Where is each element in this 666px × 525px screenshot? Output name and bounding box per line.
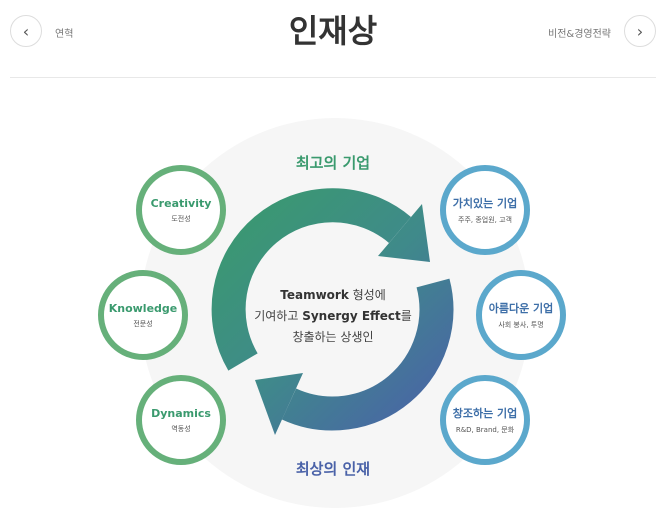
page-title: 인재상 <box>288 12 378 50</box>
divider <box>10 77 656 78</box>
node-title: Dynamics <box>151 406 211 420</box>
node-creativity: Creativity 도전성 <box>136 165 226 255</box>
next-button[interactable]: › <box>624 15 656 47</box>
node-title: 아름다운 기업 <box>488 302 554 315</box>
node-knowledge: Knowledge 전문성 <box>98 270 188 360</box>
chevron-left-icon: ‹ <box>22 21 30 41</box>
center-text-1: 형성에 <box>348 288 386 302</box>
center-text: Teamwork 형성에 기여하고 Synergy Effect를 창출하는 상… <box>243 285 423 348</box>
chevron-right-icon: › <box>636 21 644 41</box>
center-text-2a: 기여하고 <box>254 309 303 323</box>
center-bold-2: Synergy Effect <box>302 309 401 323</box>
prev-label[interactable]: 연혁 <box>55 29 74 40</box>
center-bold-1: Teamwork <box>280 288 349 302</box>
node-title: 가치있는 기업 <box>452 197 518 210</box>
next-label[interactable]: 비전&경영전략 <box>548 29 611 40</box>
node-sub: 사회 봉사, 투명 <box>498 321 544 329</box>
node-sub: 역동성 <box>171 424 191 433</box>
bottom-label: 최상의 인재 <box>295 460 371 478</box>
node-sub: R&D, Brand, 문화 <box>455 426 515 434</box>
node-title: 창조하는 기업 <box>452 407 518 420</box>
node-title: Creativity <box>150 196 212 210</box>
top-label: 최고의 기업 <box>295 154 371 172</box>
node-dynamics: Dynamics 역동성 <box>136 375 226 465</box>
prev-button[interactable]: ‹ <box>10 15 42 47</box>
node-sub: 전문성 <box>133 319 153 328</box>
arrow-top <box>211 188 430 371</box>
node-sub: 도전성 <box>171 214 191 223</box>
node-creative: 창조하는 기업 R&D, Brand, 문화 <box>440 375 530 465</box>
center-text-3: 창출하는 상생인 <box>292 330 374 344</box>
arrow-bottom <box>255 278 454 435</box>
center-text-2b: 를 <box>400 309 412 323</box>
node-sub: 주주, 종업원, 고객 <box>458 216 512 224</box>
node-title: Knowledge <box>108 301 178 315</box>
